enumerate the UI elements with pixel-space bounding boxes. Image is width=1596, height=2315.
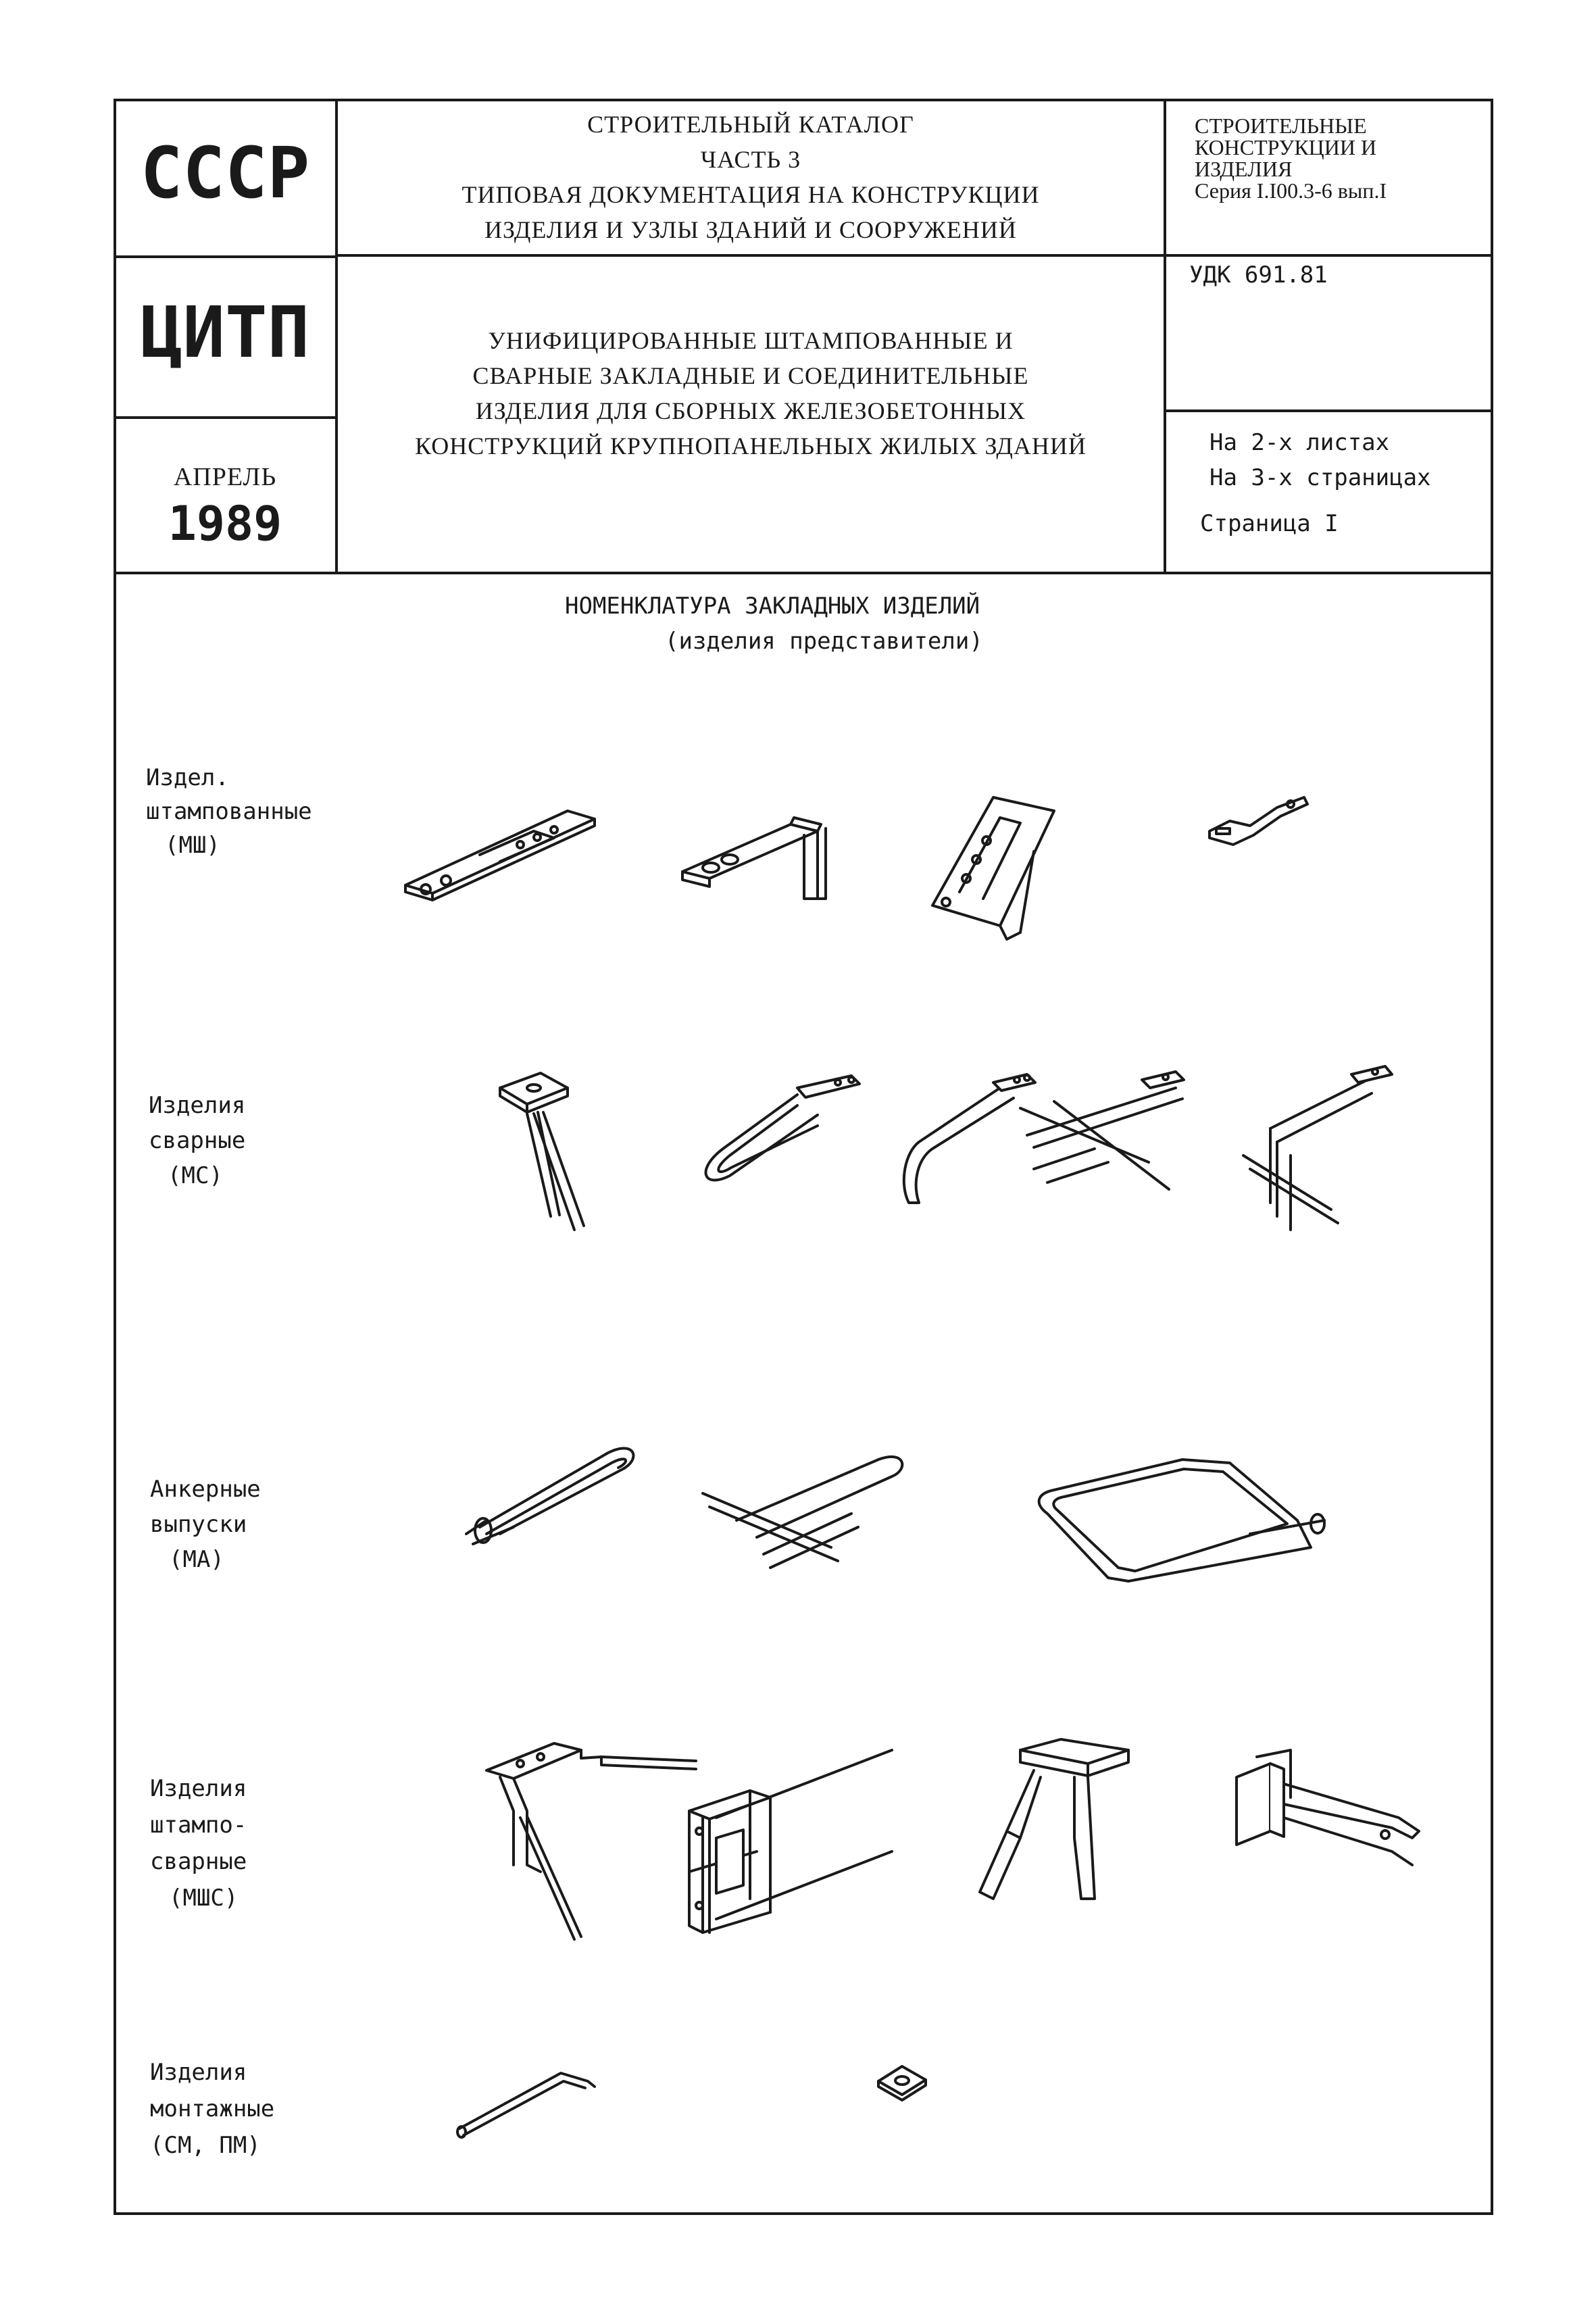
catalog-line-4: ИЗДЕЛИЯ И УЗЛЫ ЗДАНИЙ И СООРУЖЕНИЙ — [484, 216, 1017, 243]
nomenclature-subtitle: (изделия представители) — [665, 628, 983, 655]
header-rule-center — [335, 254, 1165, 257]
issue-month: АПРЕЛЬ — [173, 463, 277, 491]
stamp-welded-bracket-drawing — [1216, 1730, 1432, 1878]
stamped-plate-drawing — [399, 791, 601, 912]
series-line-1: СТРОИТЕЛЬНЫЕ — [1195, 114, 1367, 138]
catalog-line-1: СТРОИТЕЛЬНЫЙ КАТАЛОГ — [587, 111, 914, 138]
series-block: СТРОИТЕЛЬНЫЕ КОНСТРУКЦИИ И ИЗДЕЛИЯ Серия… — [1195, 115, 1492, 201]
page-number: Страница I — [1200, 510, 1339, 537]
stamp-welded-table-drawing — [973, 1730, 1149, 1906]
org-ussr: СССР — [140, 132, 310, 214]
stamp-welded-box-drawing — [676, 1730, 905, 1987]
anchor-frame-drawing — [1027, 1439, 1338, 1588]
welded-loop-drawing — [682, 1068, 872, 1189]
stamp-welded-corner-drawing — [480, 1730, 709, 1946]
mounting-hook-drawing — [453, 2061, 601, 2142]
mounting-washer-drawing — [872, 2054, 932, 2108]
document-title-line-1: УНИФИЦИРОВАННЫЕ ШТАМПОВАННЫЕ И — [488, 327, 1014, 354]
catalog-line-2: ЧАСТЬ 3 — [700, 146, 801, 173]
org-citp: ЦИТП — [140, 291, 310, 374]
welded-bent-loop-drawing — [878, 1068, 1041, 1216]
header-rule-right-1 — [1164, 254, 1493, 257]
header-rule-right-2 — [1164, 409, 1493, 412]
anchor-loop-drawing — [459, 1433, 649, 1554]
stamped-small-plate-drawing — [1203, 784, 1311, 858]
row-label-stamp-welded: Изделия штампо- сварные (МШС) — [150, 1775, 247, 1912]
document-title-line-3: ИЗДЕЛИЯ ДЛЯ СБОРНЫХ ЖЕЛЕЗОБЕТОННЫХ — [475, 397, 1026, 424]
stamped-bracket-drawing — [919, 770, 1068, 946]
nomenclature-title: НОМЕНКЛАТУРА ЗАКЛАДНЫХ ИЗДЕЛИЙ — [565, 593, 980, 620]
issue-year: 1989 — [168, 496, 282, 551]
welded-grid-drawing — [1014, 1068, 1189, 1203]
document-title: УНИФИЦИРОВАННЫЕ ШТАМПОВАННЫЕ И СВАРНЫЕ З… — [338, 323, 1164, 464]
header-rule-left-2 — [114, 416, 336, 419]
row-label-mounting: Изделия монтажные (СМ, ПМ) — [150, 2059, 275, 2159]
header-rule-left-1 — [114, 255, 336, 258]
header-divider-left — [335, 99, 338, 573]
document-title-line-2: СВАРНЫЕ ЗАКЛАДНЫЕ И СОЕДИНИТЕЛЬНЫЕ — [472, 362, 1029, 389]
catalog-line-3: ТИПОВАЯ ДОКУМЕНТАЦИЯ НА КОНСТРУКЦИИ — [462, 181, 1040, 208]
row-label-stamped: Издел. штампованные (МШ) — [146, 764, 312, 859]
catalog-heading: СТРОИТЕЛЬНЫЙ КАТАЛОГ ЧАСТЬ 3 ТИПОВАЯ ДОК… — [338, 107, 1164, 247]
anchor-grid-drawing — [696, 1439, 919, 1588]
sheet-count: На 2-х листах — [1210, 429, 1390, 456]
welded-plate-legs-drawing — [487, 1061, 622, 1237]
header-bottom-rule — [114, 572, 1493, 574]
udk-code: УДК 691.81 — [1189, 262, 1328, 289]
header-divider-right — [1164, 99, 1166, 573]
stamped-angle-drawing — [676, 804, 838, 912]
series-line-3: ИЗДЕЛИЯ — [1195, 157, 1293, 181]
page-count: На 3-х страницах — [1210, 464, 1431, 491]
welded-frame-drawing — [1230, 1054, 1393, 1243]
series-line-2: КОНСТРУКЦИИ И — [1195, 135, 1377, 159]
row-label-welded: Изделия сварные (МС) — [149, 1092, 246, 1189]
series-line-4: Серия I.I00.3-6 вып.I — [1195, 178, 1387, 203]
row-label-anchor: Анкерные выпуски (МА) — [150, 1476, 261, 1573]
sheet-frame — [114, 99, 1493, 2215]
document-title-line-4: КОНСТРУКЦИЙ КРУПНОПАНЕЛЬНЫХ ЖИЛЫХ ЗДАНИЙ — [415, 432, 1087, 459]
